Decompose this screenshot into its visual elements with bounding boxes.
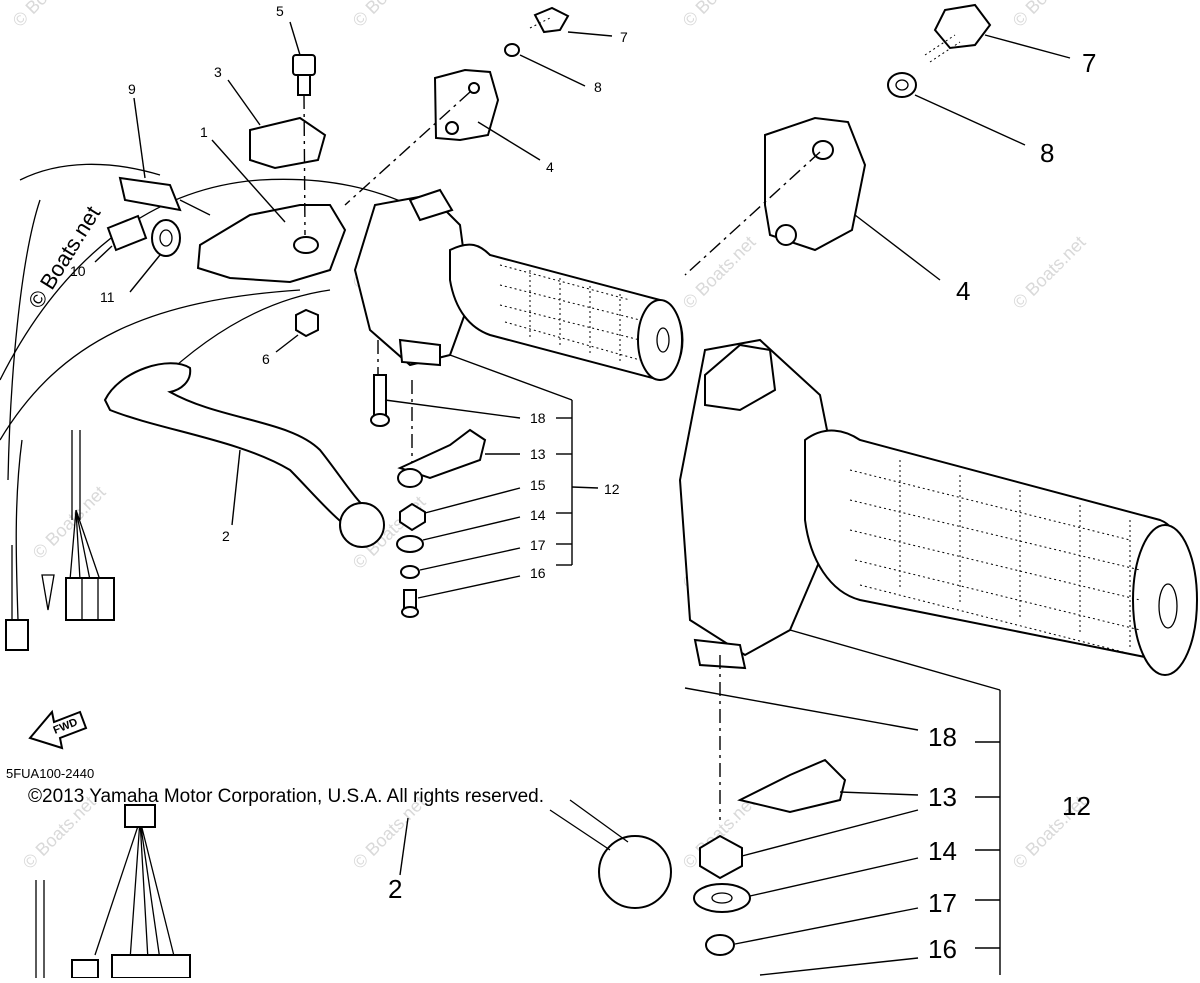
callout-15: 15	[530, 477, 546, 493]
switch-part-13-large	[737, 758, 847, 814]
callout-13-large: 13	[928, 782, 957, 812]
callout-3: 3	[214, 64, 222, 80]
clamp-screw-large	[933, 3, 992, 50]
switch-clamp-small	[433, 68, 500, 142]
background-curves	[0, 163, 421, 621]
callout-2: 2	[222, 528, 230, 544]
locknut	[151, 219, 181, 257]
lever-assembly	[103, 54, 385, 548]
watermark: © Boats.net	[679, 0, 760, 31]
small-connector	[5, 619, 29, 651]
large-fasteners	[693, 758, 847, 956]
lever-end-large	[598, 835, 672, 909]
watermark: © Boats.net	[1009, 232, 1090, 313]
switch-part-13-small	[397, 428, 487, 480]
large-throttle-assembly	[678, 338, 1198, 820]
callout-16-large: 16	[928, 934, 957, 964]
callouts-large: 7 8 4 18 13 14 17 16 2 12	[388, 48, 1096, 964]
callout-12: 12	[604, 481, 620, 497]
callout-17-large: 17	[928, 888, 957, 918]
washer-small	[504, 43, 520, 57]
callouts-small: 5 3 1 9 10 11 6 2 7 8 4 18 13 15 14 17 1…	[70, 3, 628, 581]
callout-8: 8	[594, 79, 602, 95]
callout-7: 7	[620, 29, 628, 45]
callout-8-large: 8	[1040, 138, 1054, 168]
small-clamp-group	[344, 6, 570, 206]
nut-15-small	[399, 502, 426, 532]
watermark: © Boats.net	[1009, 0, 1090, 31]
washer-16-large	[705, 934, 735, 956]
switch-clamp-large	[764, 116, 867, 252]
lever-cable-end	[118, 176, 182, 212]
callout-18: 18	[530, 410, 546, 426]
leader-lines-small	[94, 21, 613, 599]
leader-lines-large	[399, 34, 1071, 976]
callout-4-large: 4	[956, 276, 970, 306]
wiring-harness	[5, 430, 115, 651]
callout-4: 4	[546, 159, 554, 175]
large-fragments	[35, 799, 672, 979]
large-clamp-group	[684, 3, 992, 276]
small-throttle-assembly	[353, 188, 684, 382]
copyright-notice: ©2013 Yamaha Motor Corporation, U.S.A. A…	[28, 786, 544, 807]
callout-2-large: 2	[388, 874, 402, 904]
callout-5: 5	[276, 3, 284, 19]
part-code: 5FUA100-2440	[6, 766, 94, 781]
screw-18-small	[373, 374, 387, 416]
switch-housing-large	[678, 338, 837, 657]
washer-14-small	[396, 535, 424, 553]
adjuster	[106, 214, 148, 252]
connector-block-large	[111, 954, 191, 979]
fwd-arrow-icon: FWD	[28, 709, 88, 750]
callout-18-large: 18	[928, 722, 957, 752]
callout-16: 16	[530, 565, 546, 581]
callout-6: 6	[262, 351, 270, 367]
pivot-bolt	[292, 54, 316, 76]
washer-17-large	[693, 883, 751, 913]
nut-14-large	[699, 834, 743, 880]
clamp-screw-small	[533, 6, 570, 34]
callout-11: 11	[100, 289, 115, 305]
connector-block	[65, 577, 115, 621]
callout-13: 13	[530, 446, 546, 462]
lever-holder	[249, 116, 327, 170]
small-fasteners	[370, 374, 487, 618]
callout-17: 17	[530, 537, 546, 553]
callout-14: 14	[530, 507, 546, 523]
bracket-12-small	[449, 354, 599, 565]
watermark: © Boats.net	[29, 482, 110, 563]
callout-12-large: 12	[1062, 791, 1091, 821]
callout-1: 1	[200, 124, 208, 140]
callout-7-large: 7	[1082, 48, 1096, 78]
washer-large	[887, 72, 917, 98]
watermark: © Boats.net	[349, 0, 430, 31]
watermark-dark: © Boats.net	[23, 202, 105, 313]
callout-9: 9	[128, 81, 136, 97]
bracket-12-large	[789, 629, 1001, 975]
grip-large	[804, 429, 1191, 662]
watermark: © Boats.net	[9, 0, 90, 31]
clutch-lever	[103, 362, 372, 537]
callout-10: 10	[70, 263, 86, 279]
lever-bracket	[196, 204, 347, 284]
washer-17-small	[400, 565, 420, 579]
lever-nut	[295, 308, 319, 338]
callout-14-large: 14	[928, 836, 957, 866]
